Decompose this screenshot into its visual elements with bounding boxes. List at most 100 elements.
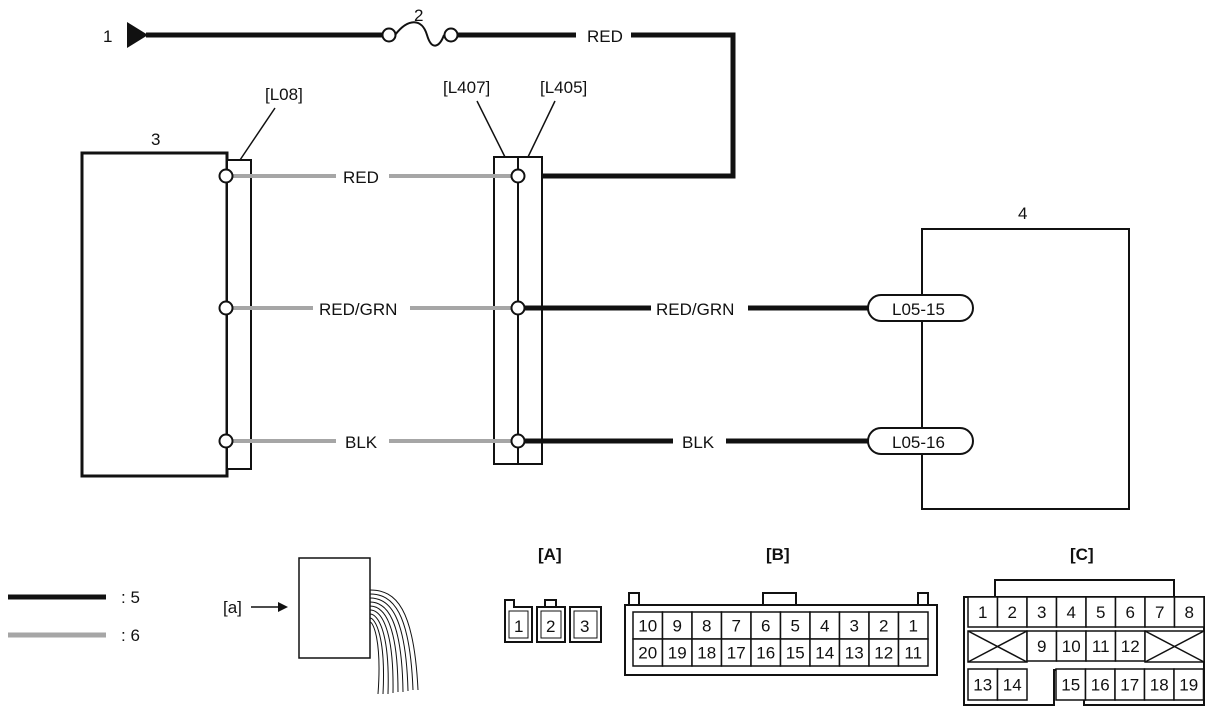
connector-b-pin-4: 4	[820, 617, 829, 636]
connector-c-pin-12-cell	[1114, 630, 1146, 662]
connector-c-pin-14-cell	[996, 668, 1028, 701]
connector-b-pin-11-cell	[897, 638, 929, 667]
junction-l405-2	[510, 300, 526, 316]
connector-c-pin-13: 13	[973, 676, 992, 695]
connector-c-pin-17: 17	[1120, 676, 1139, 695]
wire-label-top-red: RED	[587, 27, 623, 46]
connector-c-blank-left	[967, 630, 1028, 663]
connector-b-pin-5: 5	[791, 617, 800, 636]
connector-b-pin-12: 12	[874, 644, 893, 663]
junction-l405-1	[510, 168, 526, 184]
callout-battery: 1	[103, 27, 112, 46]
connector-b-pin-7: 7	[732, 617, 741, 636]
connector-l08-label: [L08]	[265, 85, 303, 104]
connector-a-pin-3: 3	[580, 617, 589, 636]
connector-b-pin-10: 10	[638, 617, 657, 636]
connector-l405-label: [L405]	[540, 78, 587, 97]
connector-a-label: [A]	[538, 545, 562, 564]
connector-a-pin-3-cell	[573, 610, 598, 639]
connector-a-pin-1-cell	[508, 610, 529, 639]
connector-b-pin-17-cell	[720, 638, 752, 667]
connector-c-pin-9: 9	[1037, 637, 1046, 656]
view-a-connector-body	[298, 557, 371, 659]
junction-l08-3	[218, 433, 234, 449]
connector-l407-label: [L407]	[443, 78, 490, 97]
connector-b-pin-11: 11	[904, 644, 922, 663]
connector-c-pin-6: 6	[1126, 603, 1135, 622]
connector-c-pin-18: 18	[1150, 676, 1169, 695]
callout-left-unit: 3	[151, 130, 160, 149]
connector-b-pin-18: 18	[697, 644, 716, 663]
connector-c-pin-17-cell	[1114, 668, 1146, 701]
connector-b-pin-3: 3	[850, 617, 859, 636]
connector-b-pin-13-cell	[838, 638, 870, 667]
connector-b-pin-18-cell	[691, 638, 723, 667]
view-a-arrow-icon	[251, 602, 288, 612]
connector-a-pin-2-tab	[544, 599, 557, 608]
junction-points	[218, 168, 526, 449]
top-wire-c	[522, 32, 736, 179]
connector-c-pin-8-cell	[1173, 596, 1205, 628]
connector-b-pin-1-cell	[897, 611, 929, 640]
wire-label-left-red-grn: RED/GRN	[319, 300, 397, 319]
view-a-label: [a]	[223, 598, 242, 617]
connector-c-pin-8: 8	[1185, 603, 1194, 622]
connector-l405-leader	[527, 100, 556, 158]
connector-c-pin-1: 1	[978, 603, 987, 622]
connector-l407-leader	[476, 100, 506, 158]
connector-b-pin-16: 16	[756, 644, 775, 663]
terminal-l05-16-label: L05-16	[892, 433, 945, 452]
connector-b-pin-4-cell	[809, 611, 841, 640]
connector-a-pin-2-cell	[540, 610, 562, 639]
legend-gray-label: : 6	[121, 626, 140, 645]
connector-a-pin-1: 1	[514, 617, 523, 636]
view-a-harness-wires	[369, 589, 419, 695]
connector-b-pin-2: 2	[879, 617, 888, 636]
junction-l08-2	[218, 300, 234, 316]
terminal-l05-16	[867, 427, 974, 455]
wire-label-left-blk: BLK	[345, 433, 378, 452]
junction-l405-3	[510, 433, 526, 449]
connector-c-pin-15: 15	[1061, 676, 1080, 695]
connector-l08-leader	[239, 107, 276, 161]
fuse-symbol	[381, 21, 459, 47]
connector-l08-body	[226, 159, 252, 470]
connector-b-pin-14: 14	[815, 644, 834, 663]
connector-b-label: [B]	[766, 545, 790, 564]
connector-b-pin-8: 8	[702, 617, 711, 636]
connector-b-pin-1: 1	[909, 617, 918, 636]
callout-right-unit: 4	[1018, 204, 1027, 223]
callout-fuse: 2	[414, 6, 423, 25]
connector-b-pin-12-cell	[868, 638, 900, 667]
connector-c-pin-5: 5	[1096, 603, 1105, 622]
connector-c-pin-19-cell	[1173, 668, 1205, 701]
connector-b-pin-20-cell	[632, 638, 664, 667]
connector-b-pin-19-cell	[661, 638, 693, 667]
connector-a-pin-2: 2	[546, 617, 555, 636]
terminal-l05-15	[867, 294, 974, 322]
connector-b-pin-20: 20	[638, 644, 657, 663]
connector-c-blank-right	[1144, 630, 1205, 663]
connector-c-pin-7: 7	[1155, 603, 1164, 622]
connector-b-pin-5-cell	[779, 611, 811, 640]
connector-b-pin-6: 6	[761, 617, 770, 636]
connector-c-pin-13-cell	[967, 668, 999, 701]
connector-b-pin-15-cell	[779, 638, 811, 667]
junction-l08-1	[218, 168, 234, 184]
legend-black-label: : 5	[121, 588, 140, 607]
connector-c-label: [C]	[1070, 545, 1094, 564]
connector-c-pin-19: 19	[1179, 676, 1198, 695]
connector-c-pin-10-cell	[1055, 630, 1087, 662]
connector-c-pin-16: 16	[1091, 676, 1110, 695]
connector-c-pin-11: 11	[1092, 637, 1110, 656]
connector-c-pin-10: 10	[1062, 637, 1081, 656]
connector-c-pin-1-cell	[967, 596, 999, 628]
connector-c-pin-14: 14	[1003, 676, 1022, 695]
connector-b-pin-19: 19	[668, 644, 687, 663]
terminal-l05-15-label: L05-15	[892, 300, 945, 319]
left-unit-box	[80, 151, 229, 478]
connector-c-pin-2: 2	[1008, 603, 1017, 622]
wire-label-right-red-grn: RED/GRN	[656, 300, 734, 319]
